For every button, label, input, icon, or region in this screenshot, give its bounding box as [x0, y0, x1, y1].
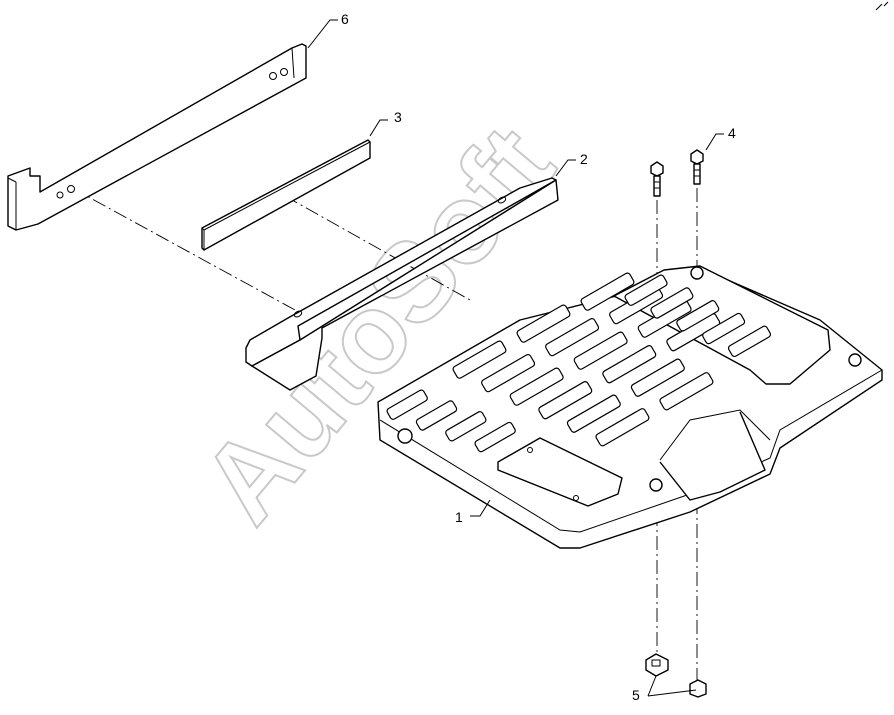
callout-leaders	[307, 19, 724, 697]
part-3-strip	[201, 139, 371, 251]
part-6-bracket	[7, 43, 307, 231]
callout-3: 3	[394, 109, 402, 125]
part-5-clip-left	[645, 653, 669, 677]
callout-2: 2	[580, 151, 588, 167]
corner-mark	[875, 1, 889, 11]
part-4-bolt-right	[690, 149, 704, 185]
part-4-bolt-left	[650, 161, 664, 197]
mat-slats	[386, 272, 772, 453]
part-5-clip-right	[689, 679, 707, 698]
callout-6: 6	[341, 11, 349, 27]
callout-1: 1	[455, 509, 463, 525]
callout-4: 4	[728, 125, 736, 141]
callout-labels: 6 3 2 4 1 5	[341, 11, 736, 703]
callout-5: 5	[632, 687, 640, 703]
part-2-angle-bracket	[245, 177, 559, 391]
